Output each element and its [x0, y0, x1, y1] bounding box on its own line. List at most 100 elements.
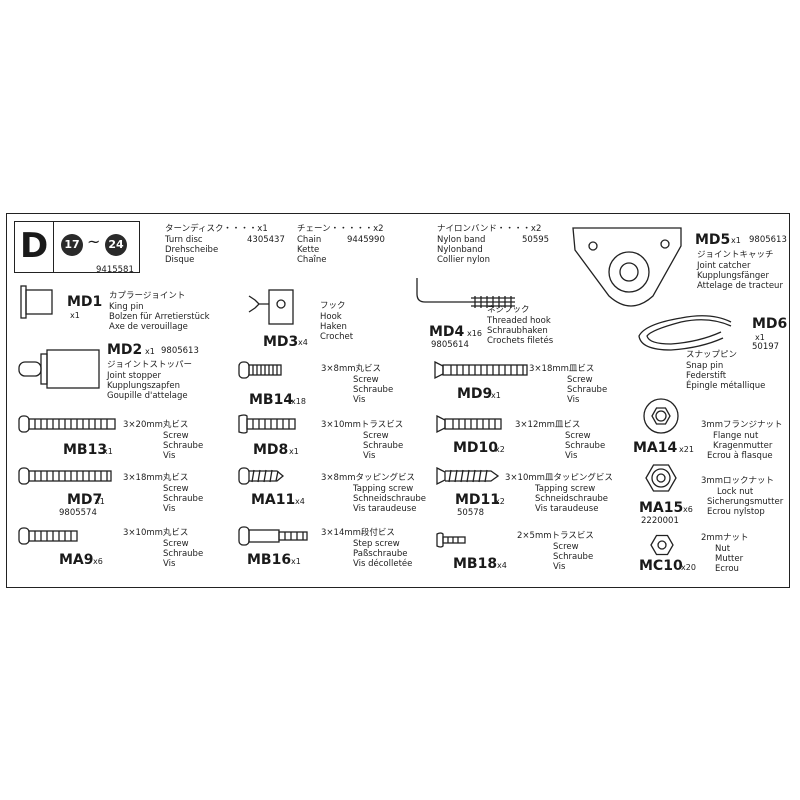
mb18-de: Schraube: [553, 552, 594, 562]
ma9-en: Screw: [163, 539, 189, 549]
mc10-code: MC10: [639, 558, 683, 574]
hook-drawing: [248, 289, 294, 325]
mb16-qty: x1: [291, 557, 301, 566]
mb13-de: Schraube: [163, 441, 204, 451]
mb13-ja: 3×20mm丸ビス: [123, 420, 189, 430]
md7-pn: 9805574: [59, 508, 97, 518]
md2-fr: Goupille d'attelage: [107, 391, 188, 401]
ma14-de: Kragenmutter: [713, 441, 773, 451]
threaded-hook-drawing: [416, 278, 515, 308]
loose-de: Kette: [297, 245, 320, 255]
loose-de: Drehscheibe: [165, 245, 219, 255]
flange-nut-drawing: [643, 398, 679, 434]
loose-fr: Collier nylon: [437, 255, 491, 265]
ma9-qty: x6: [93, 557, 103, 566]
mc10-qty: x20: [681, 563, 696, 572]
md9-fr: Vis: [567, 395, 580, 405]
step-from-badge: 17: [61, 234, 83, 256]
ma11-qty: x4: [295, 497, 305, 506]
md4-qty: x16: [467, 329, 482, 338]
md2-en: Joint stopper: [107, 371, 161, 381]
md7-de: Schraube: [163, 494, 204, 504]
md8-fr: Vis: [363, 451, 376, 461]
step-range-tilde: ~: [87, 232, 101, 251]
screw-md10-drawing: [436, 414, 502, 434]
md6-pn: 50197: [752, 342, 780, 352]
md2-qty: x1: [145, 347, 155, 356]
md7-fr: Vis: [163, 504, 176, 514]
md2-code: MD2: [107, 342, 143, 358]
md6-de: Federstift: [686, 371, 727, 381]
md3-qty: x4: [298, 338, 308, 347]
ma14-fr: Ecrou à flasque: [707, 451, 773, 461]
md1-en: King pin: [109, 302, 144, 312]
ma11-code: MA11: [251, 492, 296, 508]
ma9-ja: 3×10mm丸ビス: [123, 528, 189, 538]
loose-pn: 50595: [522, 235, 550, 245]
mc10-de: Mutter: [715, 554, 744, 564]
ma14-qty: x21: [679, 445, 694, 454]
screw-mb13-drawing: [18, 415, 116, 433]
mb13-en: Screw: [163, 431, 189, 441]
md8-ja: 3×10mmトラスビス: [321, 420, 404, 430]
mb14-fr: Vis: [353, 395, 366, 405]
joint-stopper-drawing: [18, 349, 100, 389]
md7-ja: 3×18mm丸ビス: [123, 473, 189, 483]
mb18-code: MB18: [453, 556, 498, 572]
md9-code: MD9: [457, 386, 493, 402]
md2-pn: 9805613: [161, 346, 199, 356]
snap-pin-drawing: [638, 315, 732, 351]
mb13-code: MB13: [63, 442, 108, 458]
loose-de: Nylonband: [437, 245, 483, 255]
mb14-de: Schraube: [353, 385, 394, 395]
bag-letter: D: [20, 226, 49, 266]
step-screw-drawing: [238, 526, 308, 546]
md5-en: Joint catcher: [697, 261, 751, 271]
md11-ja: 3×10mm皿タッピングビス: [505, 473, 613, 483]
md11-fr: Vis taraudeuse: [535, 504, 599, 514]
mb16-fr: Vis décolletée: [353, 559, 413, 569]
ma15-ja: 3mmロックナット: [701, 476, 774, 486]
mb16-code: MB16: [247, 552, 292, 568]
md4-ja: ネジフック: [487, 305, 530, 315]
md11-qty: x2: [495, 497, 505, 506]
tapping-screw-md11-drawing: [436, 466, 500, 486]
md8-code: MD8: [253, 442, 289, 458]
md3-code: MD3: [263, 334, 299, 350]
md10-en: Screw: [565, 431, 591, 441]
ma14-code: MA14: [633, 440, 678, 456]
md5-de: Kupplungsfänger: [697, 271, 769, 281]
md3-ja: フック: [320, 301, 346, 311]
md1-code: MD1: [67, 294, 103, 310]
loose-en: Turn disc: [165, 235, 203, 245]
bag-header: D 17 ~ 24: [14, 221, 140, 273]
screw-mb18-drawing: [436, 532, 466, 548]
md4-en: Threaded hook: [487, 316, 551, 326]
ma9-code: MA9: [59, 552, 94, 568]
ma15-de: Sicherungsmutter: [707, 497, 784, 507]
ma9-fr: Vis: [163, 559, 176, 569]
mb18-ja: 2×5mmトラスビス: [517, 531, 594, 541]
mc10-ja: 2mmナット: [701, 533, 749, 543]
md4-de: Schraubhaken: [487, 326, 548, 336]
md11-code: MD11: [455, 492, 501, 508]
mb14-qty: x18: [291, 397, 306, 406]
md1-ja: カプラージョイント: [109, 291, 186, 301]
ma11-en: Tapping screw: [353, 484, 414, 494]
ma15-qty: x6: [683, 505, 693, 514]
md9-ja: 3×18mm皿ビス: [529, 364, 595, 374]
md4-fr: Crochets filetés: [487, 336, 554, 346]
md6-qty: x1: [755, 333, 765, 342]
step-to-badge: 24: [105, 234, 127, 256]
md7-code: MD7: [67, 492, 103, 508]
md7-en: Screw: [163, 484, 189, 494]
joint-catcher-drawing: [572, 227, 682, 307]
md10-code: MD10: [453, 440, 499, 456]
loose-en: Nylon band: [437, 235, 486, 245]
md4-code: MD4: [429, 324, 465, 340]
mb18-en: Screw: [553, 542, 579, 552]
md10-ja: 3×12mm皿ビス: [515, 420, 581, 430]
md2-ja: ジョイントストッパー: [107, 360, 193, 370]
md9-de: Schraube: [567, 385, 608, 395]
md7-qty: x1: [95, 497, 105, 506]
